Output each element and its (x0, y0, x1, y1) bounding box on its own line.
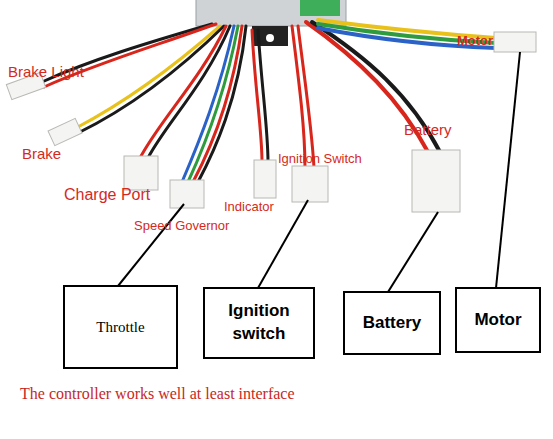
wire (318, 28, 496, 48)
plug (48, 118, 82, 145)
part-label: Charge Port (64, 186, 150, 204)
controller-sticker (300, 0, 340, 16)
photo-background (0, 0, 553, 248)
part-label: Motor (457, 33, 493, 48)
part-label: Indicator (224, 199, 274, 214)
mounting-hole (266, 34, 274, 42)
part-label: Brake Light (8, 63, 84, 80)
part-label: Battery (404, 121, 452, 138)
plug (412, 150, 460, 212)
leader-line (388, 212, 438, 292)
part-label: Speed Governor (134, 218, 229, 233)
component-box: Motor (455, 287, 541, 353)
wire (298, 26, 314, 168)
part-label: Ignition Switch (278, 151, 362, 166)
wire (198, 26, 246, 182)
caption: The controller works well at least inter… (20, 385, 295, 403)
wire (193, 26, 242, 182)
leader-line (118, 204, 184, 286)
leader-line (496, 52, 520, 288)
plug (170, 180, 204, 208)
plug (254, 160, 276, 198)
component-box: Ignition switch (203, 287, 315, 359)
wire (292, 26, 305, 168)
component-box: Throttle (63, 285, 178, 369)
plug (494, 32, 536, 52)
plug (124, 156, 158, 190)
wire (258, 30, 268, 162)
component-box: Battery (343, 291, 441, 355)
box-label: Battery (363, 312, 422, 335)
part-label: Brake (22, 145, 61, 162)
plug (292, 166, 328, 202)
box-label: Throttle (96, 317, 144, 337)
wire (76, 26, 220, 128)
box-label: Motor (474, 309, 521, 332)
box-label: Ignition switch (211, 300, 307, 346)
